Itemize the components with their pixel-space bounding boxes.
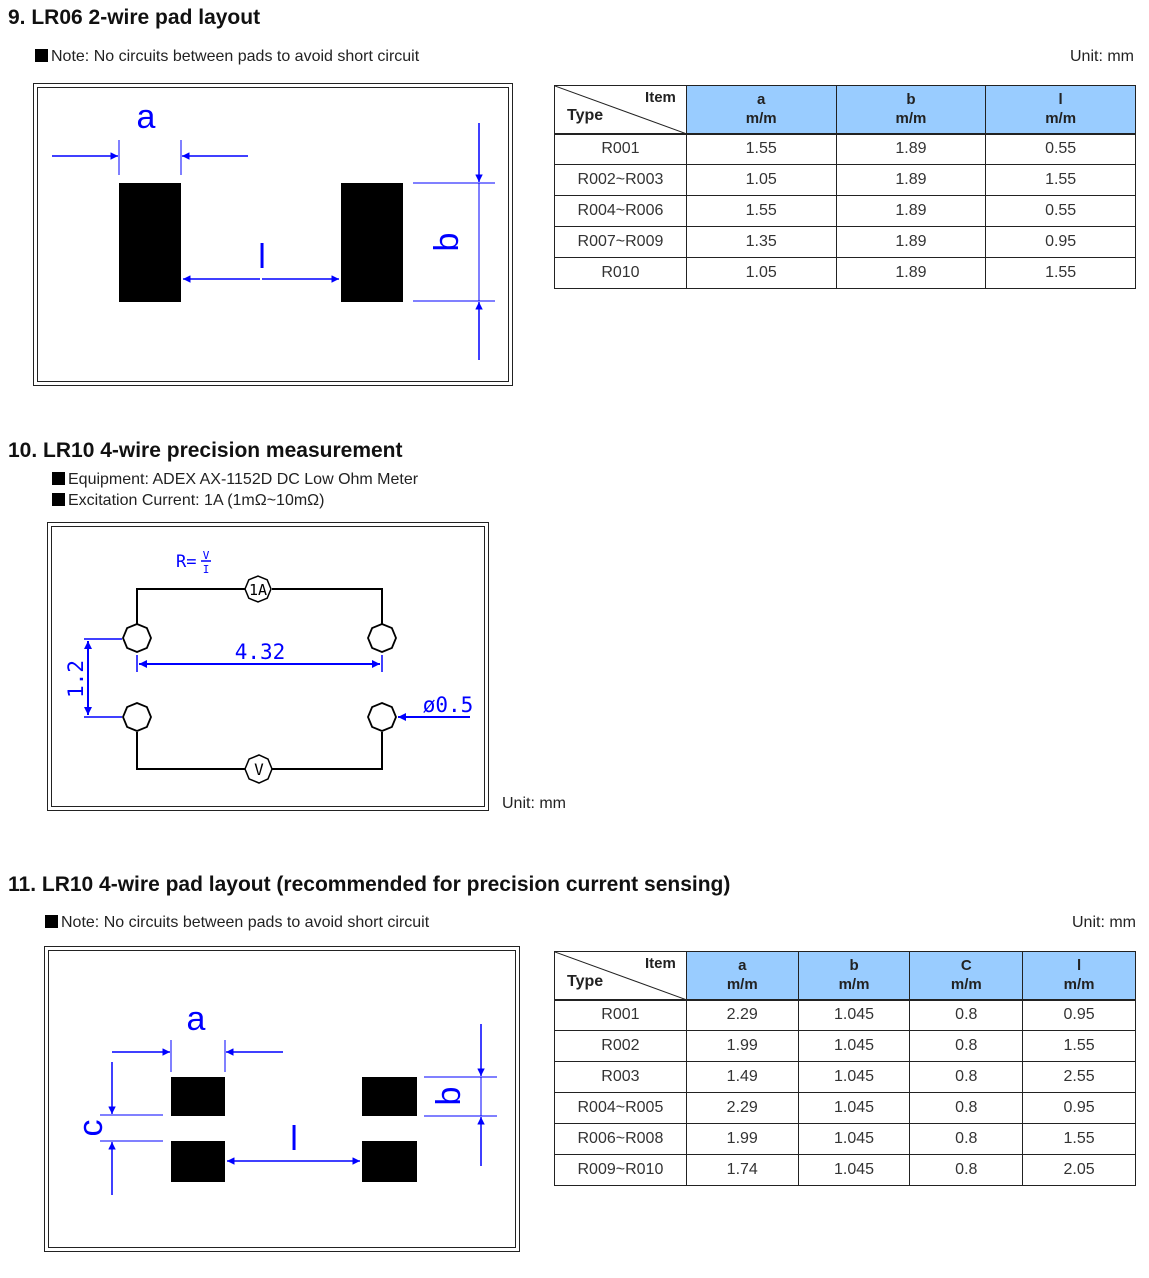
square-bullet-icon bbox=[52, 493, 65, 506]
voltmeter-icon bbox=[244, 754, 273, 784]
formula-denominator: I bbox=[203, 563, 210, 576]
section9-title: 9. LR06 2-wire pad layout bbox=[8, 6, 261, 29]
pad-bottom-left bbox=[171, 1141, 225, 1182]
section10-excitation: Excitation Current: 1A (1mΩ~10mΩ) bbox=[52, 492, 324, 510]
square-bullet-icon bbox=[35, 49, 48, 62]
dim-label-a: a bbox=[137, 98, 156, 136]
dim-label-b: b bbox=[430, 1087, 468, 1106]
probe-top-right-icon bbox=[367, 623, 397, 653]
section9-diagram-frame bbox=[33, 83, 513, 386]
dim-label-l: l bbox=[290, 1120, 298, 1158]
section11-diagram-frame bbox=[44, 946, 520, 1252]
pad-left bbox=[119, 183, 181, 302]
square-bullet-icon bbox=[52, 472, 65, 485]
ammeter-label: 1A bbox=[249, 581, 267, 599]
section11-pad-diagram: a c l b bbox=[72, 1000, 497, 1195]
probe-top-left-icon bbox=[122, 623, 152, 653]
pad-top-right bbox=[362, 1077, 417, 1116]
excitation-text: Excitation Current: 1A (1mΩ~10mΩ) bbox=[68, 492, 325, 509]
probe-bottom-right-icon bbox=[367, 702, 397, 732]
section10-diagram-frame bbox=[47, 522, 489, 811]
formula-label: R= bbox=[176, 552, 196, 572]
section11-note: Note: No circuits between pads to avoid … bbox=[45, 914, 429, 932]
table-corner: Item Type bbox=[554, 951, 687, 1001]
dim-label-l: l bbox=[258, 238, 266, 276]
diameter-label: ø0.5 bbox=[423, 693, 474, 717]
pad-bottom-right bbox=[362, 1141, 417, 1182]
section9-note: Note: No circuits between pads to avoid … bbox=[35, 48, 419, 66]
section10-equipment: Equipment: ADEX AX-1152D DC Low Ohm Mete… bbox=[52, 471, 418, 489]
gap-label: 1.2 bbox=[64, 660, 88, 698]
section11-title: 11. LR10 4-wire pad layout (recommended … bbox=[8, 873, 731, 896]
section10-unit: Unit: mm bbox=[502, 795, 566, 812]
voltmeter-label: V bbox=[254, 760, 264, 779]
dim-label-a: a bbox=[187, 1000, 206, 1038]
formula-numerator: V bbox=[203, 549, 210, 562]
table-corner: Item Type bbox=[554, 85, 687, 135]
pad-top-left bbox=[171, 1077, 225, 1116]
section10-measurement-diagram: R= V I 1A V 4.32 1.2 ø0.5 bbox=[64, 549, 474, 784]
section10-title: 10. LR10 4-wire precision measurement bbox=[8, 439, 403, 462]
corner-item-label: Item bbox=[645, 955, 676, 972]
corner-type-label: Type bbox=[567, 972, 604, 990]
section11-note-text: Note: No circuits between pads to avoid … bbox=[61, 914, 430, 931]
equipment-text: Equipment: ADEX AX-1152D DC Low Ohm Mete… bbox=[68, 471, 419, 488]
probe-bottom-left-icon bbox=[122, 702, 152, 732]
dim-label-b: b bbox=[428, 233, 466, 252]
section9-pad-diagram: a l b bbox=[52, 98, 495, 360]
ammeter-icon bbox=[244, 575, 272, 603]
section11-unit: Unit: mm bbox=[1072, 914, 1136, 931]
section9-note-text: Note: No circuits between pads to avoid … bbox=[51, 48, 420, 65]
pad-right bbox=[341, 183, 403, 302]
spacing-label: 4.32 bbox=[235, 640, 286, 664]
dim-label-c: c bbox=[72, 1120, 110, 1137]
section9-unit: Unit: mm bbox=[1070, 48, 1134, 65]
corner-type-label: Type bbox=[567, 106, 604, 124]
corner-item-label: Item bbox=[645, 89, 676, 106]
square-bullet-icon bbox=[45, 915, 58, 928]
